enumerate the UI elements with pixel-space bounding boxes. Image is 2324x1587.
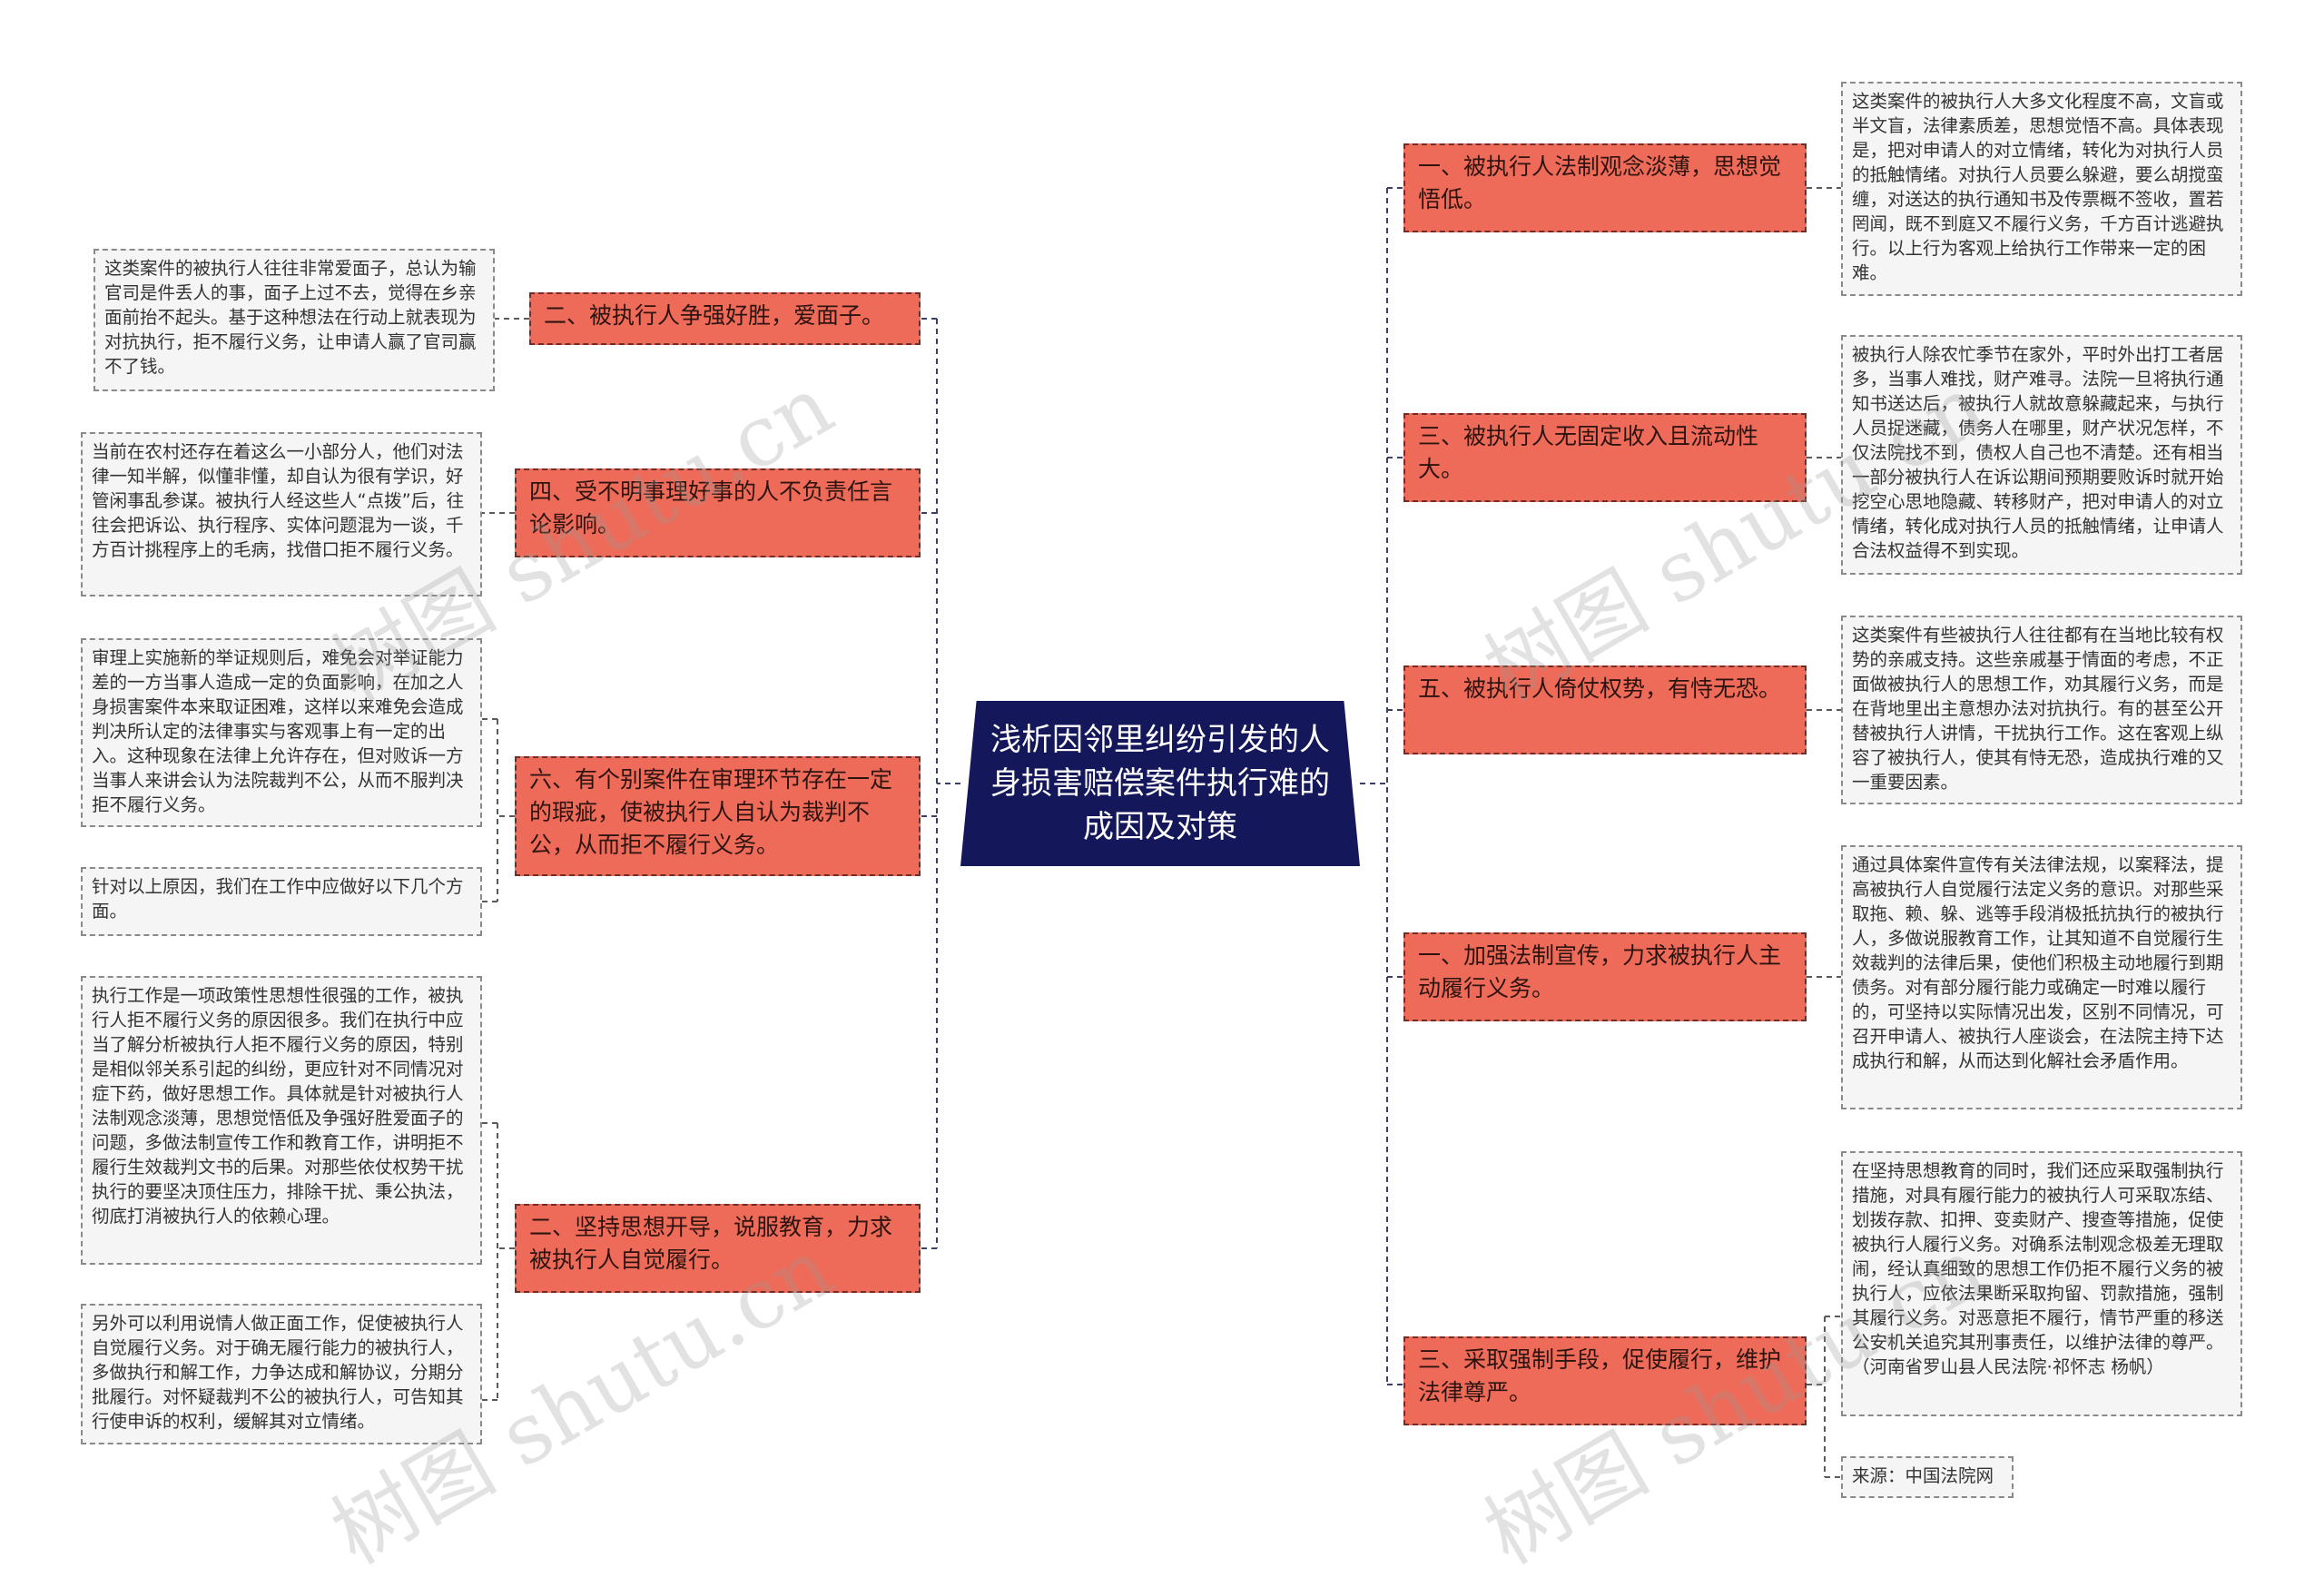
note-right-5: 在坚持思想教育的同时，我们还应采取强制执行措施，对具有履行能力的被执行人可采取冻… [1841, 1151, 2242, 1416]
note-right-3: 这类案件有些被执行人往往都有在当地比较有权势的亲戚支持。这些亲戚基于情面的考虑，… [1841, 616, 2242, 804]
note-left-1: 这类案件的被执行人往往非常爱面子，总认为输官司是件丢人的事，面子上过不去，觉得在… [94, 249, 495, 391]
note-right-1: 这类案件的被执行人大多文化程度不高，文盲或半文盲，法律素质差，思想觉悟不高。具体… [1841, 82, 2242, 296]
branch-right-1[interactable]: 一、被执行人法制观念淡薄，思想觉悟低。 [1403, 143, 1807, 232]
branch-left-2[interactable]: 四、受不明事理好事的人不负责任言论影响。 [515, 468, 921, 557]
branch-right-5[interactable]: 三、采取强制手段，促使履行，维护法律尊严。 [1403, 1336, 1807, 1425]
branch-left-3[interactable]: 六、有个别案件在审理环节存在一定的瑕疵，使被执行人自认为裁判不公，从而拒不履行义… [515, 756, 921, 876]
note-left-4: 执行工作是一项政策性思想性很强的工作，被执行人拒不履行义务的原因很多。我们在执行… [81, 976, 482, 1265]
note-right-4: 通过具体案件宣传有关法律法规，以案释法，提高被执行人自觉履行法定义务的意识。对那… [1841, 845, 2242, 1109]
note-left-3-followup: 针对以上原因，我们在工作中应做好以下几个方面。 [81, 867, 482, 936]
note-left-2: 当前在农村还存在着这么一小部分人，他们对法律一知半解，似懂非懂，却自认为很有学识… [81, 432, 482, 596]
branch-left-4[interactable]: 二、坚持思想开导，说服教育，力求被执行人自觉履行。 [515, 1204, 921, 1293]
branch-right-4[interactable]: 一、加强法制宣传，力求被执行人主动履行义务。 [1403, 932, 1807, 1021]
note-left-4-followup: 另外可以利用说情人做正面工作，促使被执行人自觉履行义务。对于确无履行能力的被执行… [81, 1304, 482, 1444]
note-left-3: 审理上实施新的举证规则后，难免会对举证能力差的一方当事人造成一定的负面影响，在加… [81, 638, 482, 827]
branch-right-2[interactable]: 三、被执行人无固定收入且流动性大。 [1403, 413, 1807, 502]
branch-left-1[interactable]: 二、被执行人争强好胜，爱面子。 [529, 292, 921, 345]
note-right-5-source: 来源：中国法院网 [1841, 1456, 2014, 1498]
note-right-2: 被执行人除农忙季节在家外，平时外出打工者居多，当事人难找，财产难寻。法院一旦将执… [1841, 335, 2242, 575]
central-topic[interactable]: 浅析因邻里纠纷引发的人身损害赔偿案件执行难的成因及对策 [960, 701, 1360, 866]
branch-right-3[interactable]: 五、被执行人倚仗权势，有恃无恐。 [1403, 665, 1807, 754]
